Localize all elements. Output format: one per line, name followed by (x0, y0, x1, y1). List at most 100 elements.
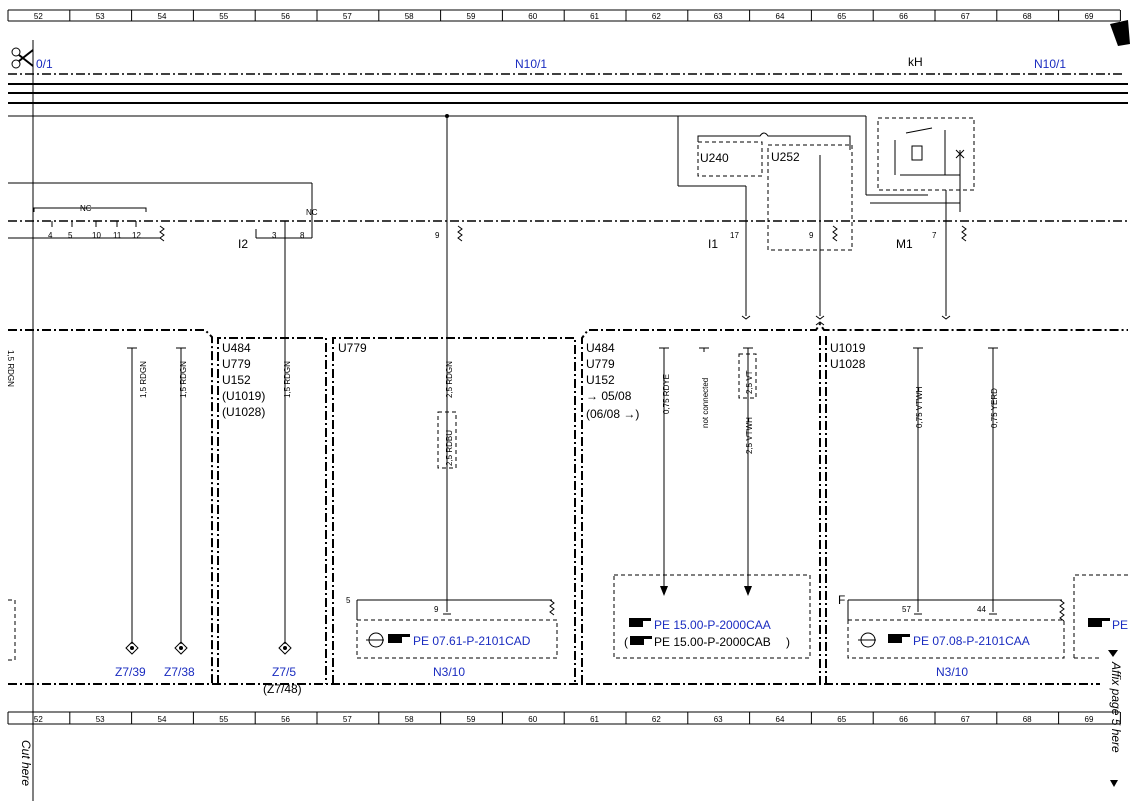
header-right-label: N10/1 (1034, 57, 1066, 71)
ref-pe-07-08[interactable]: PE 07.08-P-2101CAA (913, 634, 1030, 648)
pin-label: 4 (48, 231, 53, 240)
component-symbol-icon (366, 632, 384, 648)
label-i2: I2 (238, 237, 248, 251)
ruler-number: 58 (405, 12, 414, 21)
svg-text:U240: U240 (700, 151, 729, 165)
terminal-z7-48: (Z7/48) (263, 682, 302, 696)
pin-label: 12 (132, 231, 141, 240)
svg-text:3: 3 (272, 231, 277, 240)
header-left-label: 0/1 (36, 57, 53, 71)
terminal-diamond-icon (125, 641, 188, 655)
ruler-number: 65 (837, 12, 846, 21)
ruler-number: 55 (219, 715, 228, 724)
label-i1: I1 (708, 237, 718, 251)
ruler-number: 69 (1085, 715, 1094, 724)
svg-text:U252: U252 (771, 150, 800, 164)
svg-text:0,75 YERD: 0,75 YERD (990, 388, 999, 428)
ref-pe-15-00-caa[interactable]: PE 15.00-P-2000CAA (654, 618, 771, 632)
ruler-number: 62 (652, 715, 661, 724)
svg-text:(U1028): (U1028) (222, 405, 265, 419)
ruler-number: 68 (1023, 715, 1032, 724)
svg-text:NC: NC (306, 208, 318, 217)
pin-label: 11 (113, 231, 122, 240)
section-6: PE (1073, 574, 1130, 659)
connector-9a: 9 (435, 116, 463, 335)
ruler-number: 64 (776, 12, 785, 21)
terminal-z7-5[interactable]: Z7/5 (272, 665, 296, 679)
hand-pointer-icon (630, 636, 652, 645)
ruler-number: 60 (528, 12, 537, 21)
affix-note: Affix page 5 here (1109, 661, 1123, 753)
svg-text:U779: U779 (338, 341, 367, 355)
bus-arrows (741, 315, 951, 326)
svg-text:(06/08 →): (06/08 →) (586, 407, 639, 421)
ref-pe-partial[interactable]: PE (1112, 618, 1128, 632)
ruler-number: 54 (158, 715, 167, 724)
ruler-number: 52 (34, 12, 43, 21)
svg-text:U484: U484 (222, 341, 251, 355)
svg-text:17: 17 (730, 231, 739, 240)
hand-pointer-icon (629, 618, 651, 627)
label-n3-10-a[interactable]: N3/10 (433, 665, 465, 679)
ruler-number: 54 (158, 12, 167, 21)
section-5: U1019 U1028 0,75 VTWH 0,75 YERD F 57 44 … (830, 341, 1065, 679)
ruler-number: 56 (281, 715, 290, 724)
ruler-number: 59 (467, 715, 476, 724)
svg-text:0,75 RDYE: 0,75 RDYE (662, 374, 671, 414)
hand-pointer-icon (388, 634, 410, 643)
svg-text:7: 7 (932, 231, 937, 240)
svg-text:): ) (786, 635, 790, 649)
ruler-number: 68 (1023, 12, 1032, 21)
svg-text:2,5 RDGN: 2,5 RDGN (445, 361, 454, 398)
arrow-triangle-icon (1108, 650, 1118, 787)
svg-text:2,5 VTWH: 2,5 VTWH (745, 417, 754, 454)
svg-text:U1028: U1028 (830, 357, 866, 371)
svg-text:U1019: U1019 (830, 341, 866, 355)
svg-text:(U1019): (U1019) (222, 389, 265, 403)
svg-text:2,5 RDBU: 2,5 RDBU (445, 430, 454, 466)
hand-pointer-icon (888, 634, 910, 643)
u240-box: U240 (697, 132, 851, 177)
relay-box (870, 117, 975, 212)
ruler-number: 53 (96, 715, 105, 724)
ruler-number: 61 (590, 715, 599, 724)
pin-label: 5 (68, 231, 73, 240)
svg-text:U152: U152 (222, 373, 251, 387)
ruler-number: 61 (590, 12, 599, 21)
svg-text:44: 44 (977, 605, 986, 614)
svg-text:5: 5 (346, 596, 351, 605)
ref-pe-07-61[interactable]: PE 07.61-P-2101CAD (413, 634, 531, 648)
ruler-number: 67 (961, 12, 970, 21)
svg-text:8: 8 (300, 231, 305, 240)
ruler-number: 64 (776, 715, 785, 724)
svg-text:1,5 RDGN: 1,5 RDGN (6, 350, 15, 387)
ruler-number: 65 (837, 715, 846, 724)
terminal-z7-38[interactable]: Z7/38 (164, 665, 195, 679)
connector-17: 17 I1 (708, 186, 747, 316)
terminal-z7-39[interactable]: Z7/39 (115, 665, 146, 679)
ruler-number: 62 (652, 12, 661, 21)
ruler-number: 59 (467, 12, 476, 21)
svg-text:9: 9 (809, 231, 814, 240)
ruler-number: 56 (281, 12, 290, 21)
svg-text:0,75 VTWH: 0,75 VTWH (915, 386, 924, 428)
ruler-number: 67 (961, 715, 970, 724)
ref-pe-15-00-cab[interactable]: PE 15.00-P-2000CAB (654, 635, 771, 649)
svg-text:U152: U152 (586, 373, 615, 387)
connector-7: 7 M1 (896, 190, 967, 316)
section-frames (8, 322, 1128, 685)
svg-text:→ 05/08: → 05/08 (586, 389, 632, 403)
label-n3-10-b[interactable]: N3/10 (936, 665, 968, 679)
ruler-number: 60 (528, 715, 537, 724)
ruler-number: 66 (899, 715, 908, 724)
section-1: 1,5 RDGN 1,5 RDGN Z7/39 Z7/38 (115, 347, 195, 679)
pin-label: 10 (92, 231, 101, 240)
pin-wire (8, 225, 165, 242)
svg-text:2,5 VT: 2,5 VT (745, 370, 754, 394)
section-3: U779 2,5 RDGN 2,5 RDBU 5 9 PE 07.61-P-21… (338, 335, 558, 679)
svg-text:U484: U484 (586, 341, 615, 355)
connector-3-8: 3 8 I2 (238, 221, 313, 335)
